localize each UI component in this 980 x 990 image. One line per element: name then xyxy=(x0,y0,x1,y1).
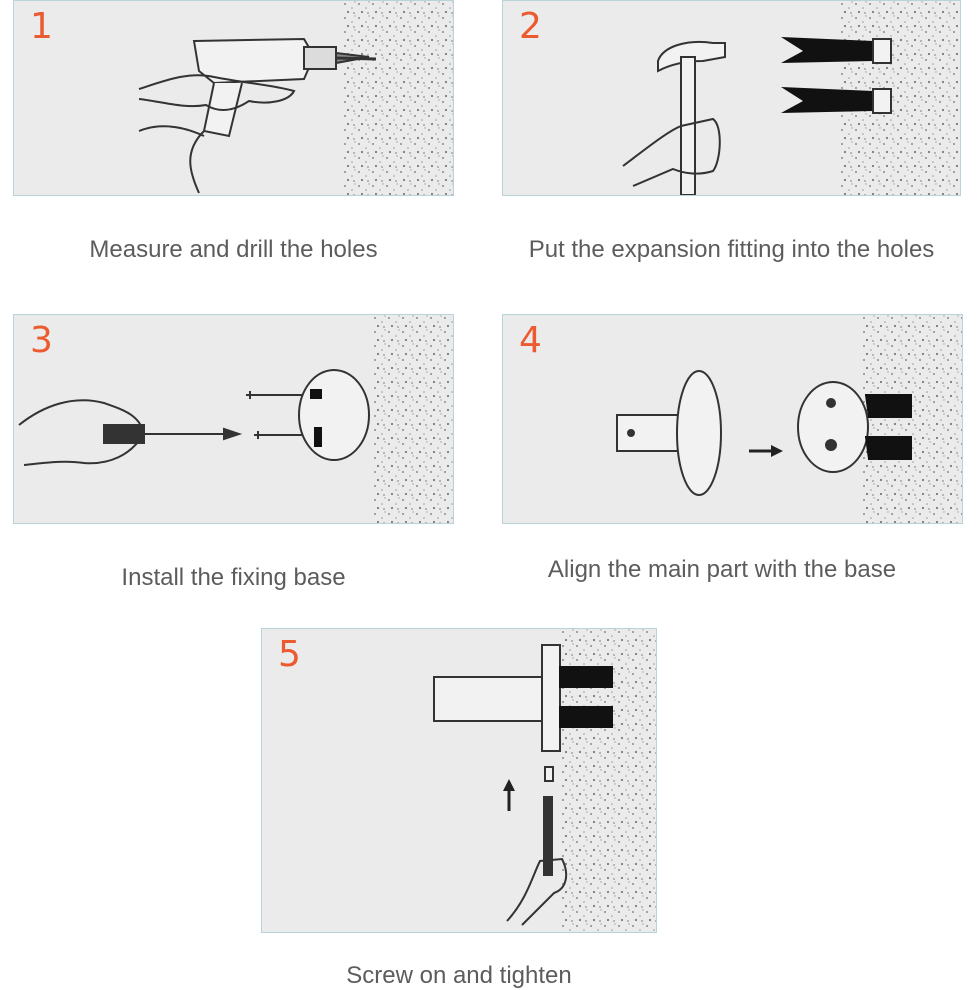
step-number: 3 xyxy=(30,320,53,361)
step-2-panel: 2 xyxy=(502,0,961,196)
expansion-fitting-icon xyxy=(781,37,892,114)
step-4-caption: Align the main part with the base xyxy=(547,556,897,583)
step-3-panel: 3 xyxy=(13,314,454,524)
screwdriver-illustration xyxy=(18,369,370,466)
step-3-caption: Install the fixing base xyxy=(121,564,346,591)
step-1-panel: 1 xyxy=(13,0,454,196)
step-1-caption: Measure and drill the holes xyxy=(89,236,378,263)
hammer-illustration xyxy=(622,40,726,195)
arrow-up-icon xyxy=(503,779,515,811)
step-number: 1 xyxy=(30,6,53,47)
wall-texture xyxy=(862,315,962,523)
step-5-panel: 5 xyxy=(261,628,657,933)
drill-illustration xyxy=(138,37,377,194)
step-5-caption: Screw on and tighten xyxy=(346,962,572,989)
wall-texture xyxy=(343,1,453,195)
tighten-illustration xyxy=(433,644,613,926)
step-number: 4 xyxy=(519,320,542,361)
main-part-illustration xyxy=(616,370,722,496)
arrow-right-icon xyxy=(749,445,783,457)
base-illustration xyxy=(797,381,912,473)
wall-texture xyxy=(373,315,453,523)
step-number: 2 xyxy=(519,6,542,47)
step-4-panel: 4 xyxy=(502,314,963,524)
step-2-caption: Put the expansion fitting into the holes xyxy=(528,236,935,263)
step-number: 5 xyxy=(278,634,301,675)
